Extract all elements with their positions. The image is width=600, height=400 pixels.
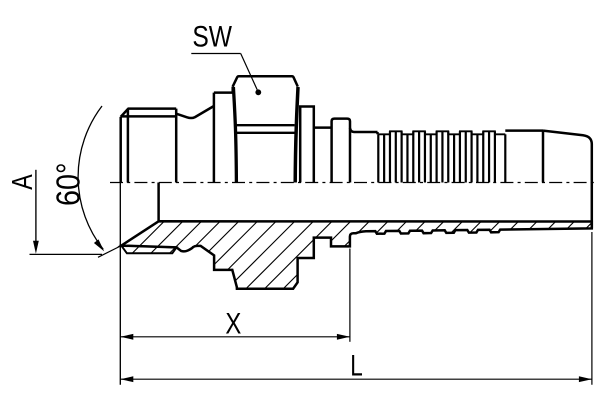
svg-text:SW: SW xyxy=(192,20,232,52)
svg-text:A: A xyxy=(6,174,39,190)
svg-text:X: X xyxy=(225,307,241,340)
svg-text:60°: 60° xyxy=(49,162,87,206)
svg-text:L: L xyxy=(350,348,363,382)
